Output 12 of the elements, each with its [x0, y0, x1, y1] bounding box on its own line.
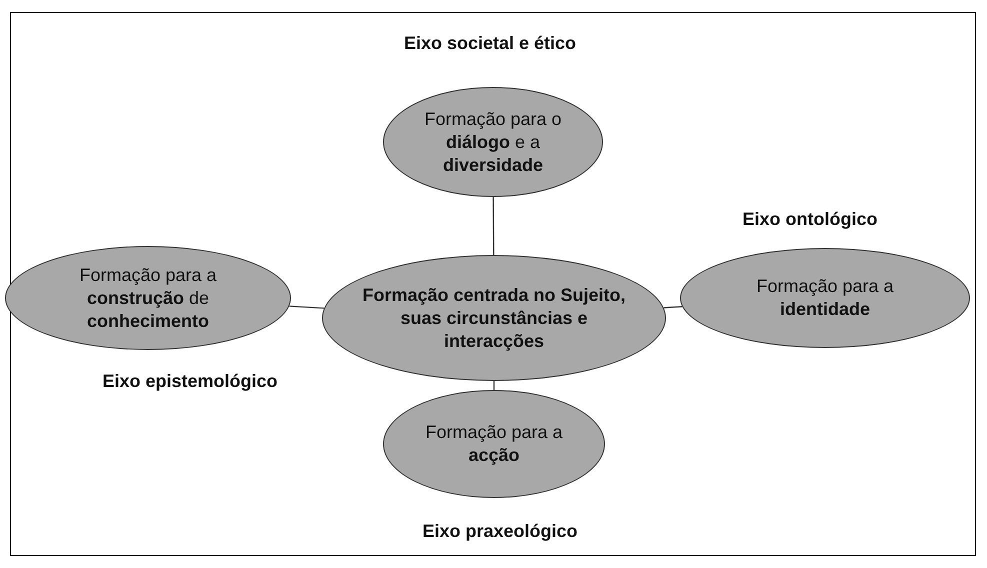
- node-text: Formação para o diálogo e a diversidade: [423, 108, 563, 176]
- connector-line: [492, 197, 494, 255]
- axis-label: Eixo ontológico: [742, 208, 878, 231]
- node-text: Formação para a construção de conhecimento: [78, 264, 218, 332]
- node-text: Formação centrada no Sujeito, suas circunstâncias e interacções: [361, 284, 627, 352]
- axis-label: Eixo epistemológico: [101, 370, 279, 393]
- node-text: Formação para a identidade: [755, 275, 895, 321]
- axis-label: Eixo societal e ético: [402, 32, 578, 55]
- connector-line: [664, 306, 682, 308]
- node-text: Formação para a acção: [424, 421, 564, 467]
- connector-line: [289, 306, 324, 309]
- axis-label: Eixo praxeológico: [421, 520, 579, 543]
